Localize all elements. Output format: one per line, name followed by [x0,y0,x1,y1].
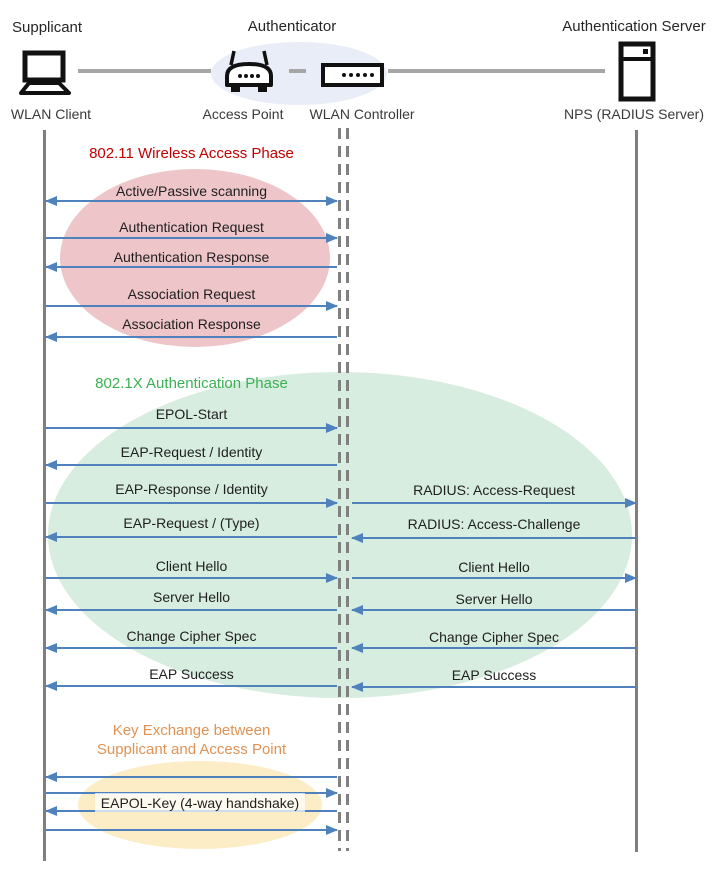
message-label: EAP-Request / Identity [120,444,263,460]
arrow-4way-handshake-1 [45,772,337,782]
connector-client-ap [78,69,211,73]
message-label: EAP-Response / Identity [115,481,268,497]
arrow-radius-access-challenge [351,533,636,543]
label-wlan-client: WLAN Client [10,106,92,122]
arrow-eap-request-identity [45,460,337,470]
message-label: RADIUS: Access-Challenge [407,516,581,532]
message-label: Authentication Response [113,249,270,265]
arrow-client-hello-right [352,573,637,583]
message-label: EAP Success [149,666,234,682]
arrow-epol-start [46,423,338,433]
label-access-point: Access Point [202,106,284,122]
message-label: Server Hello [455,591,533,607]
arrow-server-hello-left [45,605,337,615]
role-supplicant: Supplicant [12,19,83,36]
access-point-icon [219,48,279,94]
arrow-change-cipher-spec-left [45,643,337,653]
message-label: Authentication Request [119,219,264,235]
lifeline-controller-dashed-2 [346,128,349,851]
lifeline-radius-server [635,130,638,852]
wlan-controller-icon [321,63,384,87]
message-label: Association Request [127,286,256,302]
message-label: EAP Success [451,667,537,683]
phase3-title: Key Exchange between Supplicant and Acce… [46,721,337,759]
message-label: Client Hello [458,559,530,575]
arrow-change-cipher-spec-right [351,643,636,653]
phase3-title-line1: Key Exchange between [112,722,271,739]
arrow-4way-handshake-4 [46,825,338,835]
arrow-association-response [45,332,337,342]
arrow-eap-success-left [45,681,337,691]
message-label: Association Response [122,316,261,332]
connector-ap-controller [289,69,306,73]
message-label: EAP-Request / (Type) [123,515,260,531]
role-authentication-server: Authentication Server [562,18,706,35]
arrow-eap-request-type [45,532,337,542]
laptop-icon [11,50,77,97]
arrow-authentication-request [46,233,338,243]
server-icon [618,41,656,102]
eapol-key-label: EAPOL-Key (4-way handshake) [95,793,305,812]
role-authenticator: Authenticator [247,18,337,35]
phase3-title-line2: Supplicant and Access Point [96,741,287,758]
connector-controller-server [388,69,605,73]
lifeline-wlan-client [43,130,46,861]
message-label: Active/Passive scanning [116,183,267,199]
message-label: Client Hello [155,558,228,574]
message-label: Server Hello [152,589,231,605]
arrow-association-request [46,301,338,311]
label-wlan-controller: WLAN Controller [309,106,415,122]
phase2-title: 802.1X Authentication Phase [95,375,288,392]
message-label: EPOL-Start [155,406,228,422]
arrow-radius-access-request [352,498,637,508]
lifeline-controller-dashed-1 [338,128,341,851]
message-label: Change Cipher Spec [429,629,559,645]
message-label: Change Cipher Spec [126,628,257,644]
phase1-ellipse [60,169,330,347]
arrow-client-hello-left [46,573,338,583]
arrow-eap-response-identity [46,498,338,508]
arrow-active-passive-scanning [45,196,338,206]
arrow-server-hello-right [351,605,636,615]
label-nps-radius-server: NPS (RADIUS Server) [563,106,705,122]
phase1-title: 802.11 Wireless Access Phase [89,145,294,162]
message-label: RADIUS: Access-Request [413,482,575,498]
arrow-eap-success-right [351,682,636,692]
arrow-authentication-response [45,262,337,272]
